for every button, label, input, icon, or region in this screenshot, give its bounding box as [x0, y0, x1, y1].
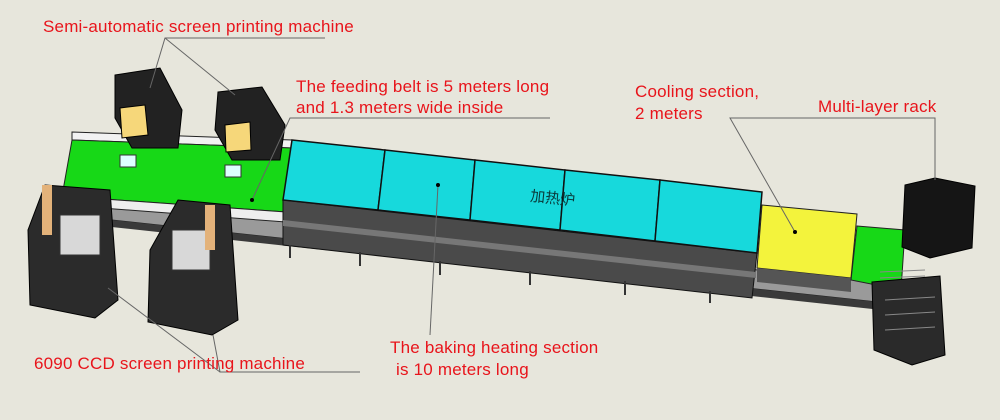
multi-layer-rack-bottom	[871, 275, 946, 366]
label-ccd-machine: 6090 CCD screen printing machine	[34, 354, 305, 373]
label-baking-2: is 10 meters long	[396, 360, 529, 379]
oven-heating-section	[282, 139, 763, 254]
oven-legs	[289, 245, 711, 303]
oven-stripe	[283, 220, 756, 278]
label-feeding-belt-1: The feeding belt is 5 meters long	[296, 77, 550, 96]
ccd-machine-2	[147, 199, 239, 336]
rack-shelves	[879, 269, 936, 331]
label-cooling-1: Cooling section,	[635, 82, 760, 101]
label-baking-1: The baking heating section	[390, 338, 599, 357]
multi-layer-rack-top	[901, 177, 976, 259]
semi-auto-machine-1	[114, 67, 183, 168]
label-feeding-belt-2: and 1.3 meters wide inside	[296, 98, 504, 117]
label-semi-auto-machine: Semi-automatic screen printing machine	[43, 17, 354, 36]
oven-logo: 加热炉	[529, 188, 576, 210]
leader-dots	[250, 183, 797, 234]
semi-auto-machine-2	[214, 86, 286, 178]
label-cooling-2: 2 meters	[635, 104, 703, 123]
leader-lines	[107, 37, 936, 373]
cooling-base	[757, 268, 851, 292]
cooling-section	[756, 204, 858, 279]
ccd-machine-1	[27, 184, 119, 319]
label-multi-layer-rack: Multi-layer rack	[818, 97, 937, 116]
